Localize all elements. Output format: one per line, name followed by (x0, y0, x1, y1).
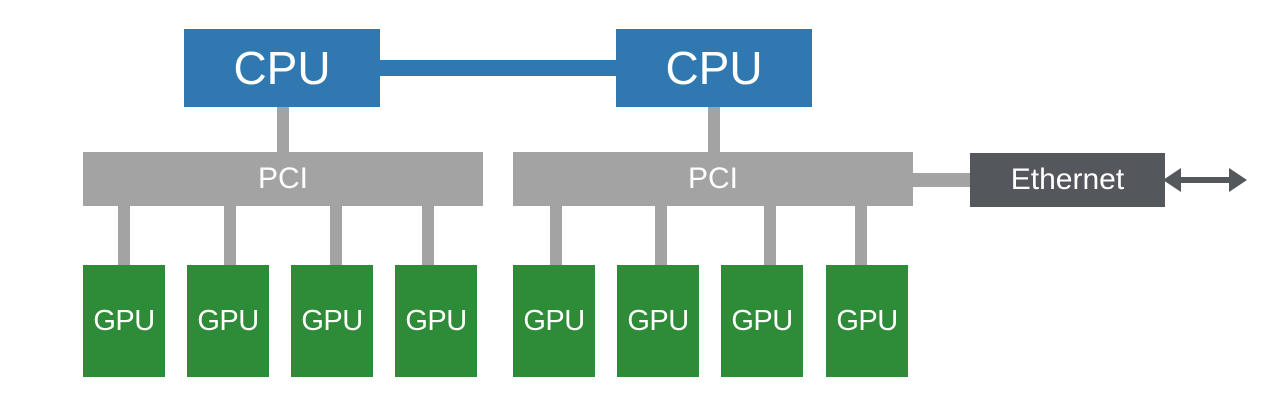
cpu-interconnect-link (378, 60, 620, 76)
cpu-pci-connector-2 (708, 106, 720, 154)
ethernet-box: Ethernet (970, 153, 1165, 207)
pci-label-1: PCI (257, 162, 308, 195)
gpu-box-6: GPU (617, 265, 699, 377)
gpu-box-5: GPU (513, 265, 595, 377)
pci-gpu-connector-1 (118, 206, 130, 266)
pci-bus-1: PCI (83, 152, 483, 206)
gpu-box-2: GPU (187, 265, 269, 377)
cpu-pci-connector-1 (277, 106, 289, 154)
gpu-label-7: GPU (731, 304, 793, 337)
pci-ethernet-connector (912, 173, 972, 187)
gpu-label-2: GPU (197, 304, 259, 337)
cpu-label-1: CPU (233, 42, 331, 94)
ethernet-double-arrow-icon (1163, 168, 1247, 192)
gpu-box-7: GPU (721, 265, 803, 377)
gpu-label-3: GPU (301, 304, 363, 337)
pci-gpu-connector-2 (224, 206, 236, 266)
gpu-box-4: GPU (395, 265, 477, 377)
pci-gpu-connector-8 (855, 206, 867, 266)
pci-label-2: PCI (687, 162, 738, 195)
gpu-label-1: GPU (93, 304, 155, 337)
pci-gpu-connector-6 (655, 206, 667, 266)
gpu-box-3: GPU (291, 265, 373, 377)
gpu-box-8: GPU (826, 265, 908, 377)
cpu-label-2: CPU (665, 42, 763, 94)
cpu-box-1: CPU (184, 29, 380, 107)
gpu-box-1: GPU (83, 265, 165, 377)
gpu-label-6: GPU (627, 304, 689, 337)
ethernet-label: Ethernet (1010, 163, 1125, 196)
pci-bus-2: PCI (513, 152, 913, 206)
pci-gpu-connector-3 (330, 206, 342, 266)
pci-gpu-connector-4 (422, 206, 434, 266)
gpu-label-8: GPU (836, 304, 898, 337)
gpu-label-4: GPU (405, 304, 467, 337)
pci-gpu-connector-5 (550, 206, 562, 266)
gpu-label-5: GPU (523, 304, 585, 337)
pci-gpu-connector-7 (764, 206, 776, 266)
cpu-box-2: CPU (616, 29, 812, 107)
